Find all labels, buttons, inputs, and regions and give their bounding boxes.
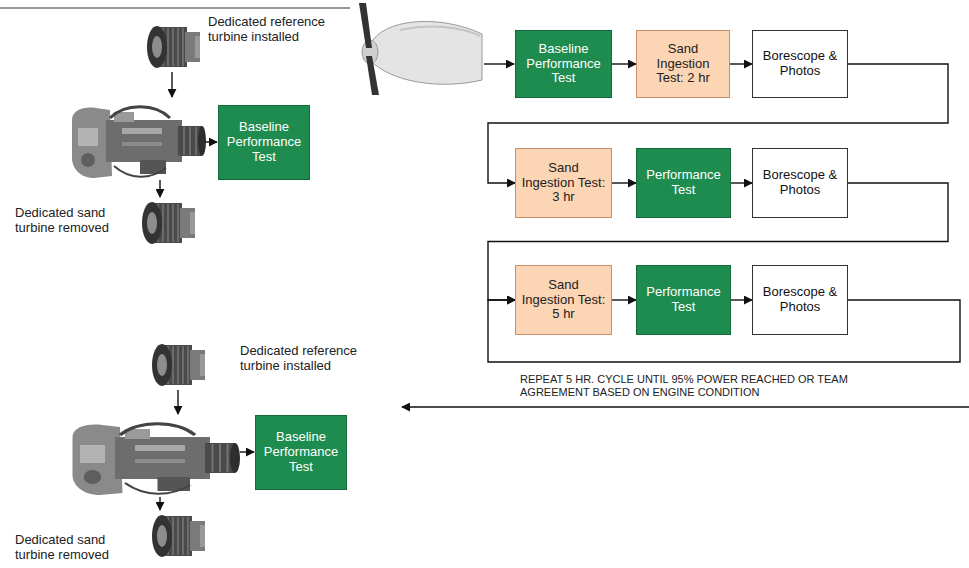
box-text: Performance Test: [642, 285, 725, 315]
box-text: Borescope & Photos: [758, 168, 842, 198]
flow-connector: [730, 63, 752, 64]
box-text: Baseline Performance Test: [521, 42, 606, 87]
inspection-box: Borescope & Photos: [752, 265, 848, 335]
flow-arrow: [484, 63, 514, 64]
flow-arrow: [171, 72, 172, 97]
flow-arrow: [159, 180, 160, 197]
sand-ingestion-box: Sand Ingestion Test: 5 hr: [515, 265, 612, 335]
return-arrow: [402, 406, 969, 407]
flow-connector: [612, 63, 636, 64]
flow-connector: [731, 182, 752, 183]
sand-ingestion-box: Sand Ingestion Test: 2 hr: [636, 30, 730, 98]
inspection-box: Borescope & Photos: [752, 30, 848, 98]
annotation-text: Dedicated sand turbine removed: [15, 205, 130, 235]
performance-test-box: Performance Test: [636, 148, 731, 218]
flow-arrow: [177, 390, 178, 414]
flow-arrow: [205, 141, 217, 142]
performance-test-box: Baseline Performance Test: [255, 415, 347, 490]
box-text: Performance Test: [642, 168, 725, 198]
annotation-text: Dedicated reference turbine installed: [208, 14, 348, 44]
box-text: Baseline Performance Test: [261, 430, 341, 475]
inspection-box: Borescope & Photos: [752, 148, 848, 218]
box-text: Baseline Performance Test: [224, 120, 304, 165]
performance-test-box: Baseline Performance Test: [218, 105, 310, 180]
box-text: Sand Ingestion Test: 5 hr: [521, 278, 606, 323]
propeller-engine: [359, 3, 482, 95]
note-text: REPEAT 5 HR. CYCLE UNTIL 95% POWER REACH…: [520, 373, 875, 399]
sand-turbine: [152, 515, 205, 557]
performance-test-box: Performance Test: [636, 265, 731, 335]
box-text: Sand Ingestion Test: 3 hr: [521, 161, 606, 206]
engine-illustration: [73, 424, 241, 495]
annotation-text: Dedicated reference turbine installed: [240, 343, 390, 373]
flow-arrow: [159, 497, 160, 510]
box-text: Sand Ingestion Test: 2 hr: [642, 42, 724, 87]
performance-test-box: Baseline Performance Test: [515, 30, 612, 98]
flow-connector: [612, 182, 636, 183]
sand-ingestion-box: Sand Ingestion Test: 3 hr: [515, 148, 612, 218]
engine-illustration: [72, 107, 206, 178]
sand-turbine: [142, 202, 195, 244]
annotation-text: Dedicated sand turbine removed: [15, 532, 130, 562]
box-text: Borescope & Photos: [758, 285, 842, 315]
flow-arrow: [240, 451, 254, 452]
flow-connector: [612, 299, 636, 300]
reference-turbine: [152, 344, 205, 386]
reference-turbine: [147, 26, 200, 68]
flow-connector: [731, 299, 752, 300]
box-text: Borescope & Photos: [758, 49, 842, 79]
top-rule: [0, 7, 350, 8]
